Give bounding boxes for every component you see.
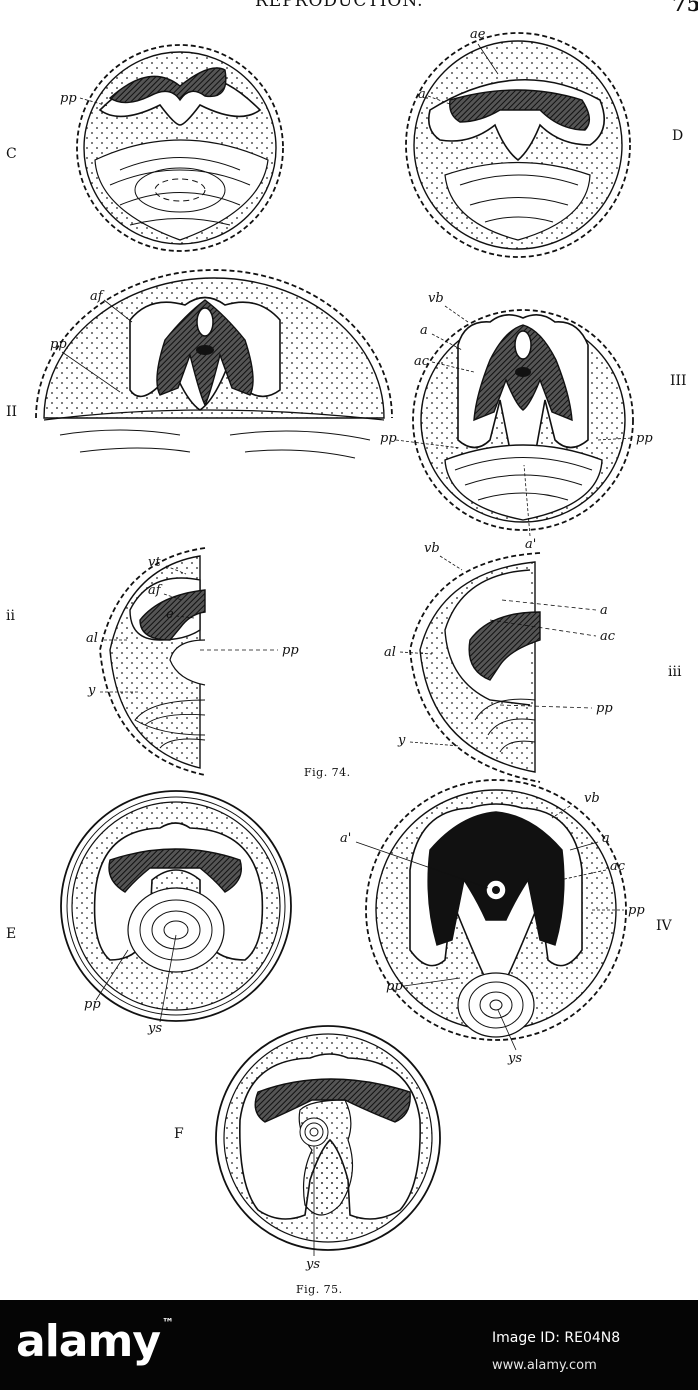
label-al: al: [86, 631, 98, 646]
figure-iv: vb a a' ac pp pp ys IV: [340, 779, 673, 1066]
figure-d: ae a D: [405, 27, 683, 258]
label-a: a: [602, 831, 610, 846]
caption-fig-75: Fig. 75.: [296, 1283, 343, 1296]
figure-letter-e: E: [6, 926, 16, 942]
figure-ii-lower: vt af e al pp y ii: [6, 547, 299, 776]
figure-f: ys F: [174, 1025, 441, 1272]
label-a-prime: a': [340, 831, 351, 846]
label-al: al: [384, 645, 396, 660]
running-title: REPRODUCTION.: [255, 0, 424, 11]
label-ys: ys: [147, 1021, 162, 1036]
label-pp-right: pp: [636, 431, 653, 446]
figure-letter-iii-lower: iii: [668, 664, 682, 680]
label-e: e: [166, 607, 174, 622]
label-pp: pp: [84, 997, 101, 1012]
label-vt: vt: [148, 555, 161, 570]
stock-url[interactable]: www.alamy.com: [492, 1358, 597, 1373]
label-vb: vb: [428, 291, 444, 306]
label-af: af: [148, 583, 163, 598]
label-pp-left: pp: [386, 979, 403, 994]
figure-iii-lower: vb a ac al pp y iii: [384, 541, 682, 783]
label-ys: ys: [507, 1051, 522, 1066]
figure-letter-c: C: [6, 146, 17, 162]
label-pp: pp: [596, 701, 613, 716]
label-pp: pp: [50, 337, 67, 352]
book-plate: REPRODUCTION. 75: [0, 0, 698, 1296]
figure-letter-ii-lower: ii: [6, 608, 15, 624]
label-pp-right: pp: [628, 903, 645, 918]
figure-letter-d: D: [672, 128, 683, 144]
label-a: a: [600, 603, 608, 618]
page-number: 75: [672, 0, 698, 14]
figure-letter-ii-upper: II: [6, 404, 17, 420]
label-ae: ae: [470, 27, 486, 42]
figure-iii-upper: vb a ac pp pp a' III: [380, 291, 687, 552]
label-a: a: [420, 323, 428, 338]
alamy-logo-text: alamy: [16, 1316, 161, 1367]
label-pp-left: pp: [380, 431, 397, 446]
figure-e: pp ys E: [6, 790, 292, 1036]
figure-letter-iii-upper: III: [670, 373, 687, 389]
caption-fig-74: Fig. 74.: [304, 766, 351, 779]
label-a: a: [418, 87, 426, 102]
label-ys: ys: [305, 1257, 320, 1272]
figure-c: pp C: [6, 44, 284, 252]
figure-letter-f: F: [174, 1126, 184, 1142]
label-ac: ac: [414, 354, 430, 369]
figure-letter-iv: IV: [656, 918, 673, 934]
label-pp: pp: [60, 91, 77, 106]
page-header: REPRODUCTION. 75: [0, 0, 698, 14]
label-ac: ac: [600, 629, 616, 644]
label-a-prime: a': [525, 537, 536, 552]
figure-ii-upper: af pp II: [6, 269, 393, 459]
label-pp: pp: [282, 643, 299, 658]
label-ac: ac: [610, 859, 626, 874]
label-vb: vb: [584, 791, 600, 806]
label-af: af: [90, 289, 105, 304]
embryo-figures: pp C ae a D: [6, 27, 687, 1296]
label-y: y: [87, 683, 96, 698]
label-vb: vb: [424, 541, 440, 556]
label-y: y: [397, 733, 406, 748]
stock-image-id: Image ID: RE04N8: [492, 1330, 621, 1346]
